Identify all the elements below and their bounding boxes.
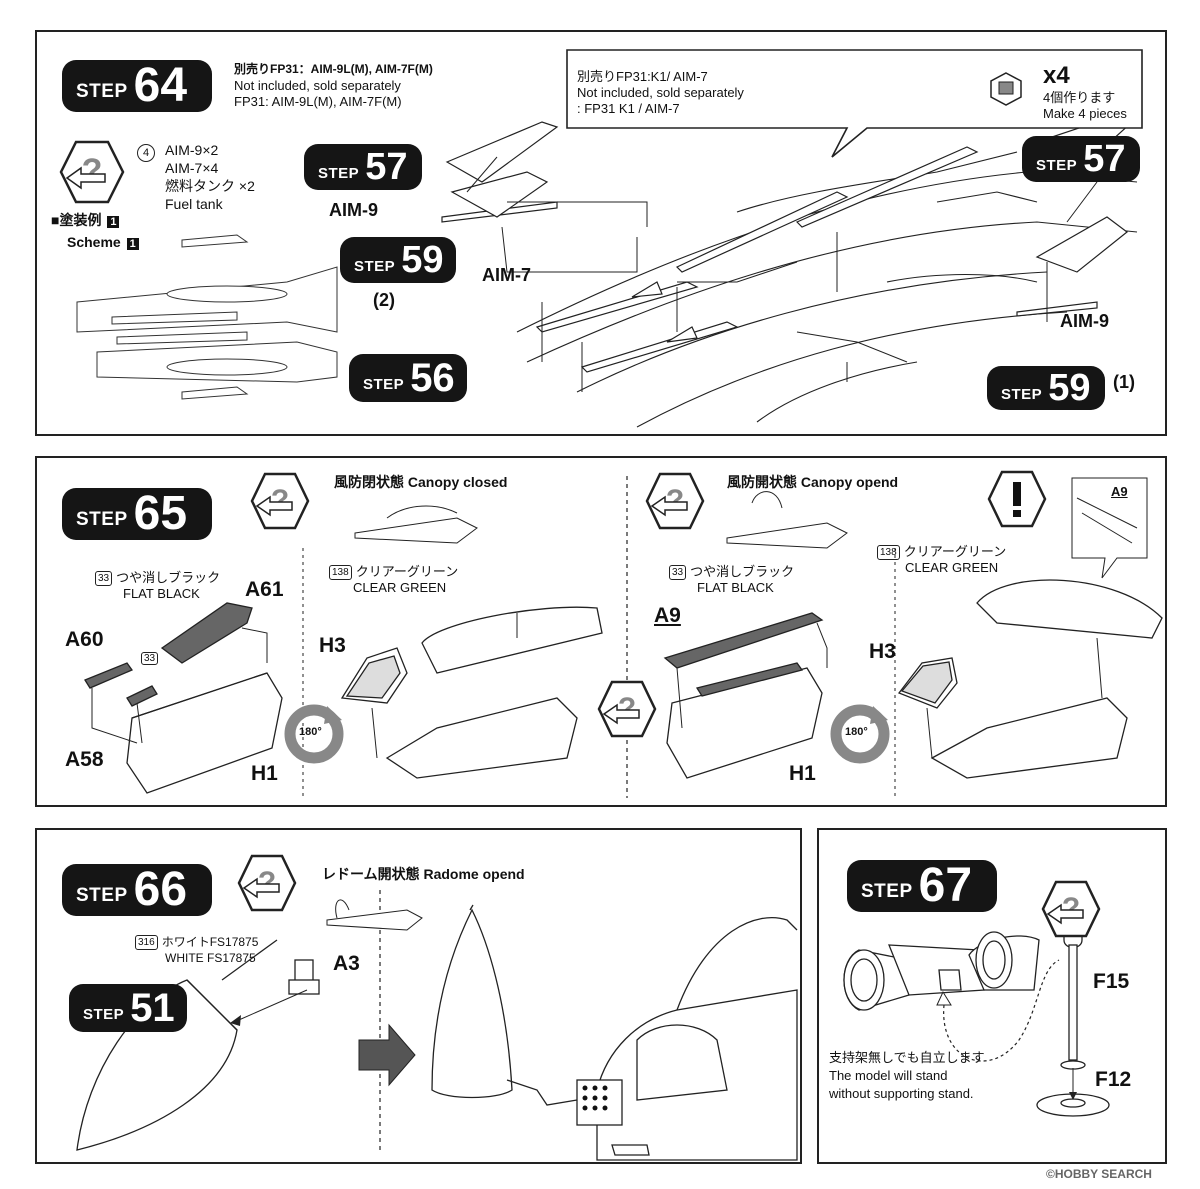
step-59-left-sub: (2): [373, 290, 395, 310]
step-57-ref-left: STEP 57: [304, 144, 422, 190]
step-65-drawing: [84, 476, 1163, 798]
step-67-panel: STEP 67 ? F15 F12 支持架無しでも自立します The model…: [817, 828, 1167, 1164]
step-66-drawing: [76, 890, 798, 1161]
make-4-icon: [989, 72, 1023, 106]
part-h1-right: H1: [789, 762, 816, 785]
scheme-number-en: 1: [126, 238, 139, 250]
part-a58: A58: [65, 748, 104, 771]
step-56-ref: STEP 56: [349, 354, 467, 402]
step-51-ref: STEP 51: [69, 984, 187, 1032]
sold-separately-kit: FP31: AIM-9L(M), AIM-7F(M): [234, 94, 402, 109]
step-64-badge: STEP 64: [62, 60, 212, 112]
step-67-drawing: [843, 920, 1110, 1117]
step-57-ref-right: STEP 57: [1022, 136, 1140, 182]
step-67-badge: STEP 67: [847, 860, 997, 912]
step-65-badge: STEP 65: [62, 488, 212, 540]
step-59-right-sub: (1): [1113, 372, 1135, 392]
svg-text:?: ?: [271, 484, 289, 517]
part-h3-left: H3: [319, 634, 346, 657]
paint-code-badge: 138: [329, 565, 352, 580]
step-word: STEP: [76, 885, 128, 906]
paint-code-badge: 33: [95, 571, 113, 586]
option-hex-icon-closed: ?: [250, 472, 310, 535]
step-number: 66: [133, 863, 188, 916]
watermark: ©HOBBY SEARCH: [1046, 1167, 1152, 1181]
rotate-label-right: 180°: [845, 726, 868, 738]
callout-jp: 別売りFP31:K1/ AIM-7: [577, 69, 708, 84]
part-f12: F12: [1095, 1068, 1132, 1091]
make-pieces-en: Make 4 pieces: [1043, 106, 1127, 121]
svg-text:?: ?: [618, 692, 636, 725]
paint-code-badge: 138: [877, 545, 900, 560]
paint-code-badge: 316: [135, 935, 158, 950]
step-64-panel: STEP 64 別売りFP31：AIM-9L(M), AIM-7F(M) Not…: [35, 30, 1167, 436]
option-hex-icon: ?: [1041, 880, 1101, 943]
canopy-opend-title: 風防開状態 Canopy opend: [727, 474, 899, 490]
part-h1-left: H1: [251, 762, 278, 785]
aim7-label: AIM-7: [482, 265, 531, 285]
rotate-label-left: 180°: [299, 726, 322, 738]
option-hex-icon-center: ?: [597, 680, 657, 743]
step-64-drawing: [76, 49, 1143, 428]
callout-en: Not included, sold separately: [577, 85, 744, 100]
radome-opend-title: レドーム開状態 Radome opend: [322, 866, 525, 882]
option-line-1: AIM-9×2: [165, 142, 219, 158]
part-f15: F15: [1093, 970, 1130, 993]
stand-note-jp: 支持架無しでも自立します: [829, 1050, 985, 1065]
part-h3-right: H3: [869, 640, 896, 663]
svg-text:?: ?: [666, 484, 684, 517]
option-line-4: Fuel tank: [165, 196, 223, 212]
canopy-closed-title: 風防閉状態 Canopy closed: [334, 474, 508, 490]
make-pieces-jp: 4個作ります: [1043, 90, 1116, 105]
step-number: 67: [918, 859, 973, 912]
option-hex-icon-opend: ?: [645, 472, 705, 535]
stand-note-en-1: The model will stand: [829, 1068, 948, 1083]
option-line-2: AIM-7×4: [165, 160, 219, 176]
part-a3: A3: [333, 952, 360, 975]
option-hex-icon: ?: [59, 140, 125, 209]
option-hex-icon: ?: [237, 854, 297, 917]
step-59-ref-left: STEP 59: [340, 237, 456, 283]
aim9-label-left: AIM-9: [329, 200, 378, 220]
step-59-ref-right: STEP 59: [987, 366, 1105, 410]
sold-separately-en: Not included, sold separately: [234, 78, 401, 93]
make-count: x4: [1043, 62, 1070, 89]
step-word: STEP: [76, 509, 128, 530]
scheme-en: Scheme 1: [67, 234, 139, 250]
part-a9: A9: [654, 604, 681, 627]
option-number-icon: 4: [137, 144, 155, 162]
step-66-badge: STEP 66: [62, 864, 212, 916]
callout-kit: : FP31 K1 / AIM-7: [577, 101, 680, 116]
paint-code-badge: 33: [669, 565, 687, 580]
svg-text:?: ?: [258, 866, 276, 899]
step-word: STEP: [861, 881, 913, 902]
option-line-3: 燃料タンク ×2: [165, 178, 255, 194]
paint-code-33-small: 33: [141, 652, 159, 665]
svg-text:?: ?: [1062, 892, 1080, 925]
warning-icon: [987, 470, 1047, 533]
stand-note-en-2: without supporting stand.: [829, 1086, 974, 1101]
scheme-jp: ■塗装例 1: [51, 210, 120, 230]
svg-text:?: ?: [82, 152, 103, 190]
aim9-label-right: AIM-9: [1060, 311, 1109, 331]
part-a60: A60: [65, 628, 104, 651]
step-number: 64: [133, 59, 188, 112]
scheme-number: 1: [107, 216, 120, 228]
step-number: 65: [133, 487, 188, 540]
sold-separately-jp: 別売りFP31：AIM-9L(M), AIM-7F(M): [234, 62, 433, 76]
detail-part-a9: A9: [1111, 484, 1128, 499]
part-a61: A61: [245, 578, 284, 601]
step-word: STEP: [76, 81, 128, 102]
